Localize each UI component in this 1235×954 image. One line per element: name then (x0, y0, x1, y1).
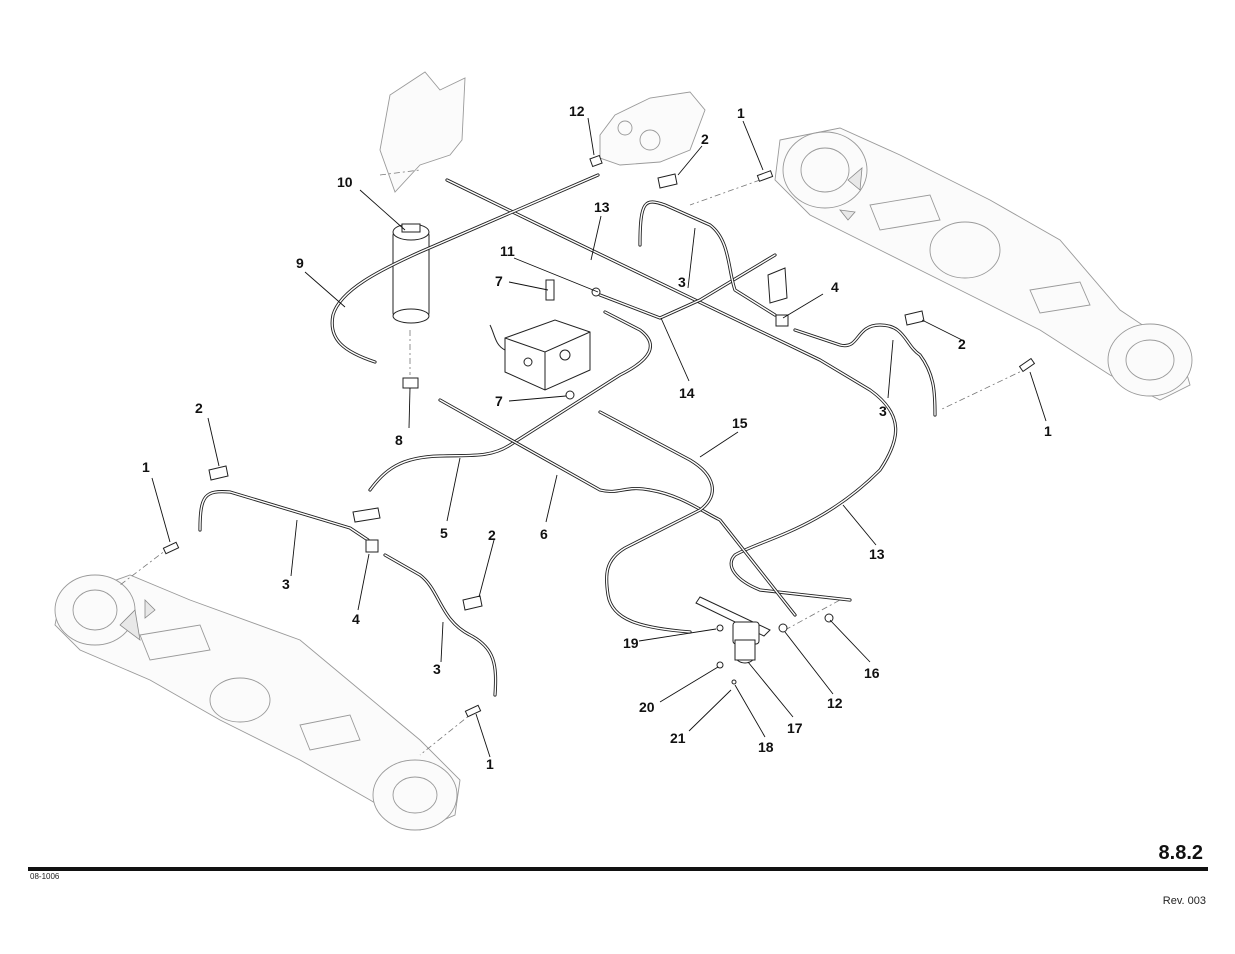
callout-9: 9 (296, 255, 304, 271)
callout-18: 18 (758, 739, 774, 755)
callout-3: 3 (678, 274, 686, 290)
callout-labels: 1 1 1 1 2 2 2 2 3 3 3 3 4 4 5 6 7 7 8 9 … (142, 103, 1052, 772)
callout-1: 1 (142, 459, 150, 475)
callout-14: 14 (679, 385, 695, 401)
callout-17: 17 (787, 720, 803, 736)
valve-block (489, 279, 591, 391)
callout-3: 3 (879, 403, 887, 419)
callout-3: 3 (282, 576, 290, 592)
front-axle-outline (54, 574, 461, 831)
callout-15: 15 (732, 415, 748, 431)
callout-12: 12 (569, 103, 585, 119)
callout-2: 2 (701, 131, 709, 147)
callout-7: 7 (495, 393, 503, 409)
footer-rule (28, 867, 1208, 871)
fittings (162, 154, 1036, 718)
callout-21: 21 (670, 730, 686, 746)
callout-2: 2 (958, 336, 966, 352)
callout-1: 1 (486, 756, 494, 772)
phantom-lines (119, 169, 1029, 756)
callout-3: 3 (433, 661, 441, 677)
page-number: 8.8.2 (1158, 842, 1203, 864)
callout-13: 13 (594, 199, 610, 215)
accumulator (392, 223, 430, 324)
brake-pedal-valve (695, 596, 771, 664)
callout-5: 5 (440, 525, 448, 541)
callout-2: 2 (488, 527, 496, 543)
callout-16: 16 (864, 665, 880, 681)
leader-lines (151, 117, 1047, 758)
callout-12: 12 (827, 695, 843, 711)
callout-10: 10 (337, 174, 353, 190)
callout-1: 1 (737, 105, 745, 121)
callout-11: 11 (500, 243, 515, 259)
callout-4: 4 (352, 611, 360, 627)
callout-19: 19 (623, 635, 639, 651)
callout-13: 13 (869, 546, 885, 562)
callout-8: 8 (395, 432, 403, 448)
brake-lines (198, 173, 937, 697)
drawing-number: 08-1006 (30, 872, 60, 881)
callout-6: 6 (540, 526, 548, 542)
rear-axle-outline (774, 127, 1193, 401)
callout-20: 20 (639, 699, 655, 715)
callout-1: 1 (1044, 423, 1052, 439)
callout-2: 2 (195, 400, 203, 416)
pump-outline (599, 91, 706, 166)
clamp-brackets (208, 173, 925, 611)
frame-cutout-outline (379, 71, 466, 193)
revision-label: Rev. 003 (1162, 895, 1206, 907)
callout-4: 4 (831, 279, 839, 295)
callout-7: 7 (495, 273, 503, 289)
